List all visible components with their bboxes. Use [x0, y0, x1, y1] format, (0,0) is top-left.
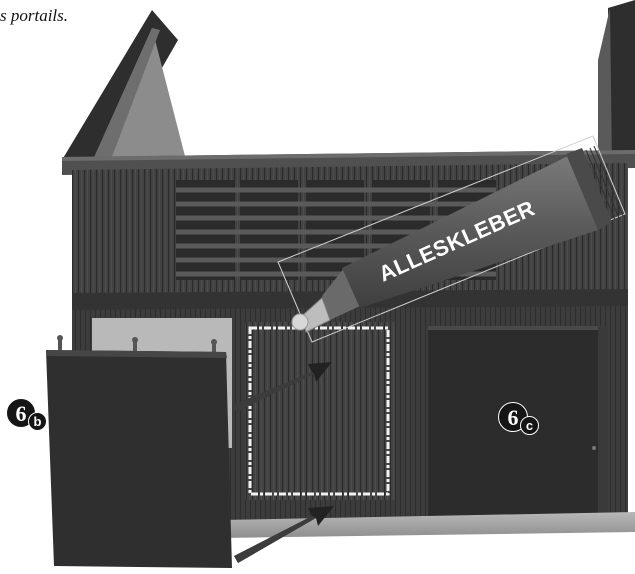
caption-text: s portails.: [0, 6, 69, 25]
loose-door-panel: [46, 335, 232, 568]
right-gable: [598, 0, 635, 168]
step-letter: b: [28, 412, 47, 431]
glue-tube: [277, 135, 626, 343]
glue-outline: [248, 326, 390, 496]
left-gable: [62, 10, 186, 190]
center-door-panel: [245, 322, 395, 500]
step-letter: c: [520, 416, 539, 435]
lower-arrow: [234, 506, 334, 563]
upper-arrow: [232, 362, 332, 412]
